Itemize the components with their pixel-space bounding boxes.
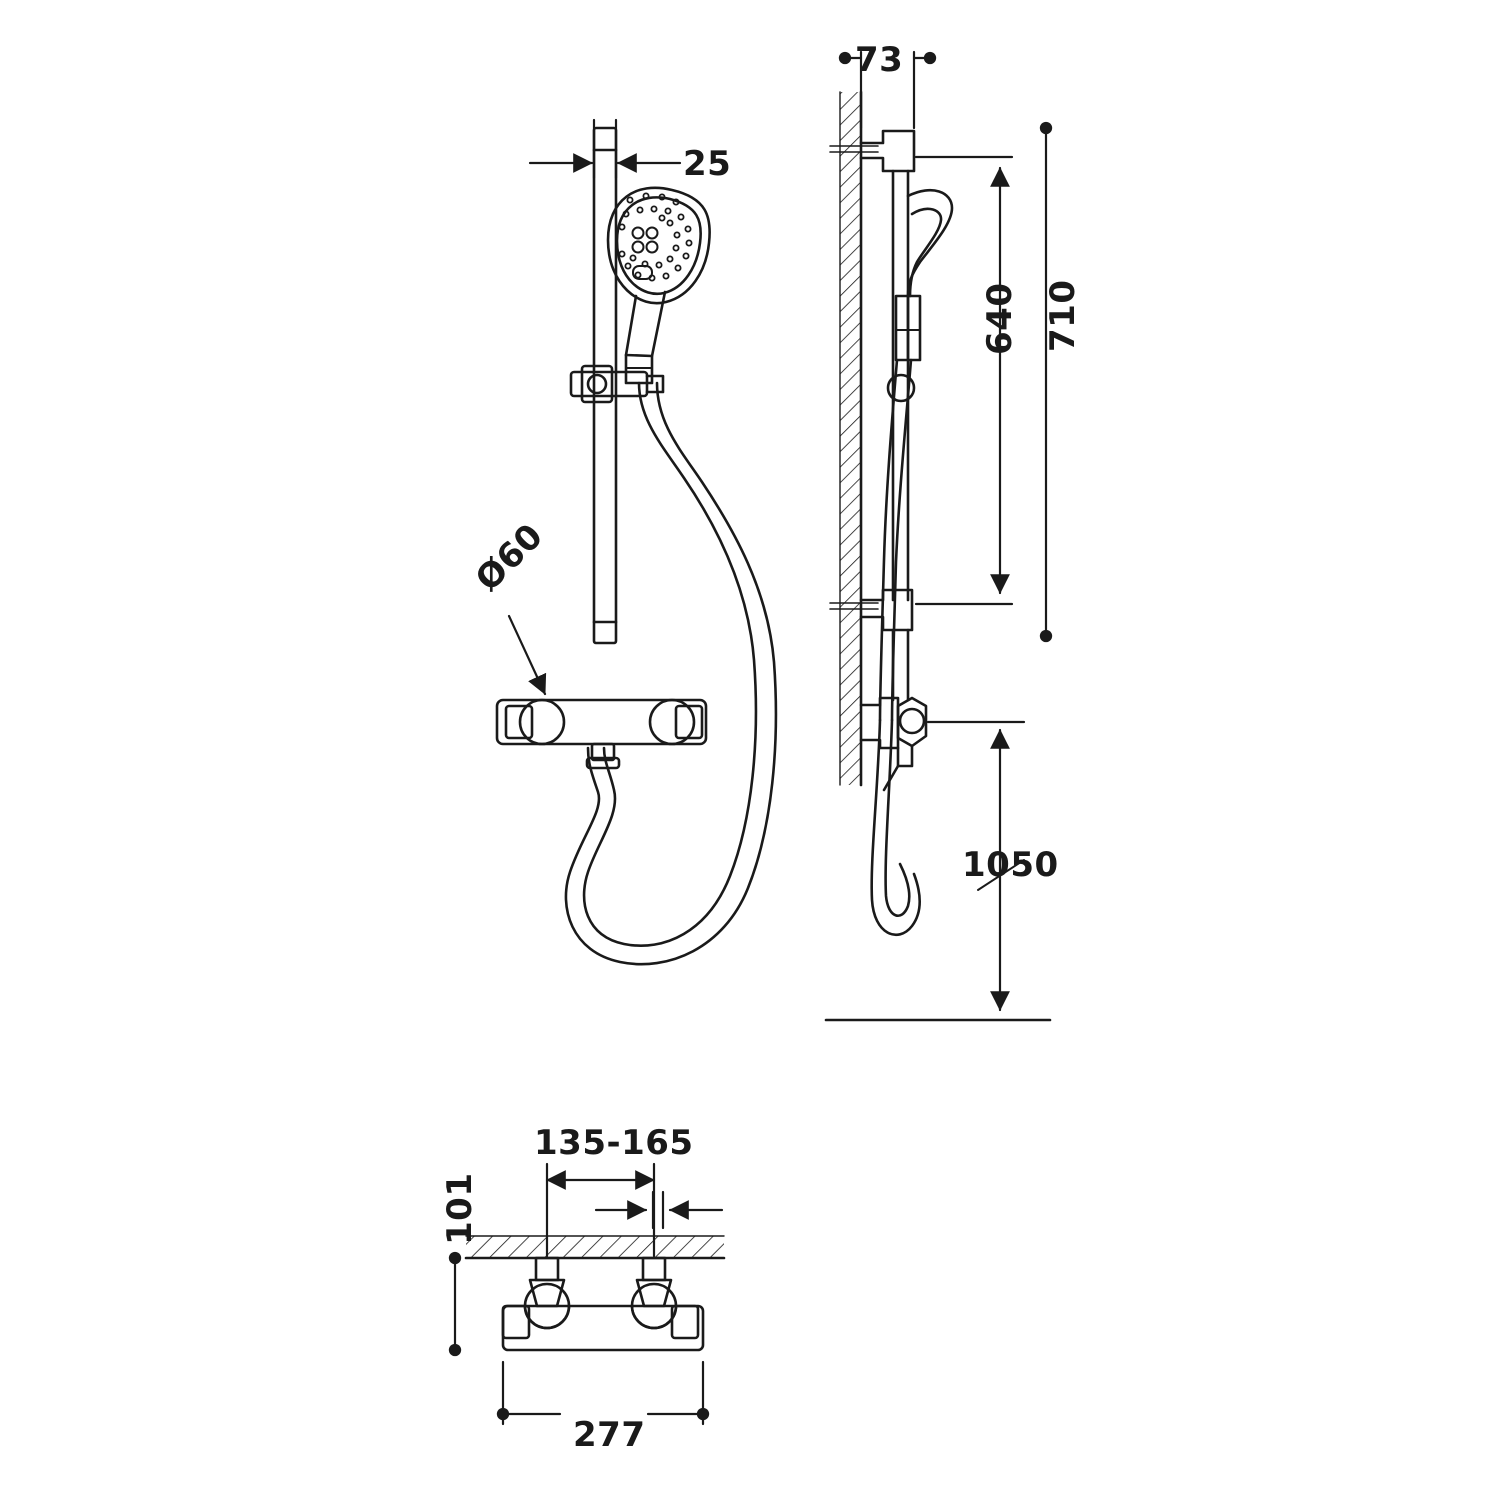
front-rail-bracket [569, 364, 665, 404]
side-hand-shower [894, 188, 954, 362]
dim-inlet-centres [545, 1162, 724, 1258]
plan-valve-body [501, 1282, 705, 1352]
side-thermostatic-valve [859, 696, 928, 792]
plan-inlets [528, 1256, 673, 1308]
dim-label-rail-width: 25 [683, 144, 732, 184]
front-thermostatic-valve [495, 698, 708, 770]
dim-label-install-height: 1050 [962, 845, 1059, 885]
dimension-lines [507, 50, 1053, 1012]
plan-dimension-lines [448, 1162, 724, 1426]
dim-label-body-depth: 73 [855, 40, 904, 80]
dim-body-depth [838, 50, 937, 130]
dim-install-height [926, 720, 1026, 1012]
dim-label-valve-height: 101 [440, 1172, 480, 1245]
dim-valve-width [496, 1360, 710, 1426]
plan-view [464, 1235, 726, 1352]
side-shower-hose [870, 358, 922, 937]
front-shower-hose [564, 381, 778, 966]
dim-rail-travel [914, 155, 1014, 606]
dim-label-rail-length: 710 [1043, 279, 1083, 352]
side-top-bracket [829, 129, 916, 173]
dim-label-valve-width: 277 [573, 1415, 646, 1455]
dim-label-inlet-centres: 135-165 [534, 1123, 694, 1163]
plan-wall [464, 1235, 726, 1260]
side-view [824, 90, 1052, 1022]
dim-label-rail-travel: 640 [980, 282, 1020, 355]
dim-rail-width [528, 118, 682, 180]
side-wall [839, 90, 863, 787]
side-rail-bracket [886, 373, 916, 403]
front-hand-shower [606, 186, 711, 385]
front-view [495, 126, 778, 966]
front-slide-rail [592, 126, 618, 645]
dim-valve-diameter [507, 614, 547, 696]
